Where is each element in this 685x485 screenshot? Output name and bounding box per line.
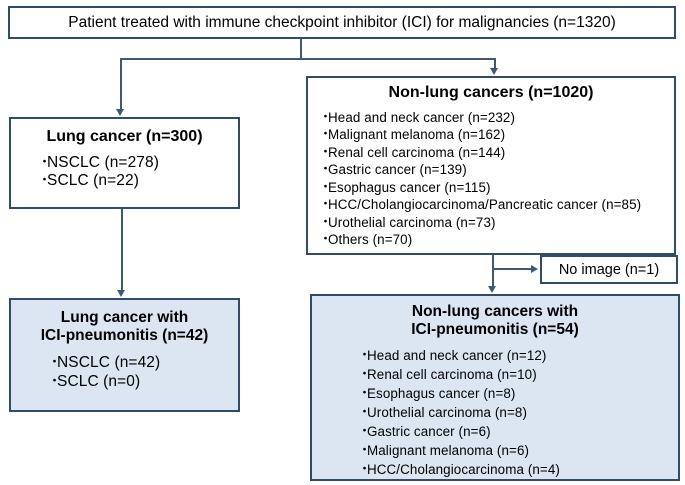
- bullet-dot-icon: ・: [38, 153, 52, 169]
- title-line-1: Lung cancer with: [60, 309, 189, 326]
- bullet-dot-icon: ・: [319, 196, 333, 212]
- list-item: ・Esophagus cancer (n=115): [319, 180, 674, 198]
- node-non-lung-cancers-pneumonitis-list: ・Head and neck cancer (n=12) ・Renal cell…: [312, 348, 678, 481]
- node-non-lung-cancers-pneumonitis: Non-lung cancers with ICI-pneumonitis (n…: [310, 294, 680, 481]
- list-item: ・Urothelial carcinoma (n=73): [319, 215, 674, 233]
- node-lung-cancer-list: ・NSCLC (n=278) ・SCLC (n=22): [11, 155, 238, 192]
- node-lung-cancer-pneumonitis-list: ・NSCLC (n=42) ・SCLC (n=0): [11, 353, 238, 394]
- list-item: ・Others (n=70): [319, 232, 674, 250]
- list-item-label: HCC/Cholangiocarcinoma/Pancreatic cancer…: [328, 197, 642, 213]
- bullet-dot-icon: ・: [358, 365, 372, 381]
- list-item-label: Esophagus cancer (n=115): [328, 179, 491, 195]
- list-item: ・Gastric cancer (n=139): [319, 162, 674, 180]
- bullet-dot-icon: ・: [319, 231, 333, 247]
- list-item-label: SCLC (n=22): [47, 172, 139, 190]
- list-item-label: HCC/Cholangiocarcinoma (n=4): [367, 461, 560, 477]
- arrowhead-nonlung-pneumonitis: [488, 286, 496, 293]
- title-line-2: ICI-pneumonitis (n=54): [411, 321, 579, 339]
- connector-lung-to-pneumonitis: [121, 209, 123, 291]
- list-item-label: Gastric cancer (n=139): [328, 162, 467, 178]
- list-item: ・Head and neck cancer (n=12): [358, 348, 678, 367]
- arrowhead-lung-pneumonitis: [117, 290, 125, 297]
- node-non-lung-cancers: Non-lung cancers (n=1020) ・Head and neck…: [306, 76, 676, 255]
- list-item-label: Malignant melanoma (n=162): [328, 127, 506, 143]
- list-item: ・Urothelial carcinoma (n=8): [358, 405, 678, 424]
- connector-nonlung-stem: [492, 255, 494, 287]
- connector-to-lung: [120, 58, 122, 110]
- bullet-dot-icon: ・: [319, 126, 333, 142]
- node-lung-cancer: Lung cancer (n=300) ・NSCLC (n=278) ・SCLC…: [9, 117, 240, 209]
- list-item-label: Urothelial carcinoma (n=73): [328, 214, 496, 230]
- bullet-dot-icon: ・: [319, 213, 333, 229]
- arrowhead-to-nonlung: [490, 68, 498, 75]
- node-root-label: Patient treated with immune checkpoint i…: [68, 14, 616, 31]
- connector-root-stem: [300, 39, 302, 60]
- bullet-dot-icon: ・: [48, 353, 62, 369]
- node-non-lung-cancers-title: Non-lung cancers (n=1020): [388, 84, 594, 101]
- bullet-dot-icon: ・: [319, 178, 333, 194]
- list-item-label: Head and neck cancer (n=12): [367, 347, 547, 363]
- list-item: ・Renal cell carcinoma (n=10): [358, 367, 678, 386]
- node-lung-cancer-title: Lung cancer (n=300): [46, 128, 203, 145]
- list-item: ・SCLC (n=0): [48, 374, 238, 394]
- list-item-label: Head and neck cancer (n=232): [328, 109, 516, 125]
- node-lung-cancer-pneumonitis: Lung cancer with ICI-pneumonitis (n=42) …: [9, 298, 240, 412]
- list-item: ・Gastric cancer (n=6): [358, 424, 678, 443]
- node-non-lung-cancers-list: ・Head and neck cancer (n=232) ・Malignant…: [308, 110, 674, 250]
- bullet-dot-icon: ・: [358, 403, 372, 419]
- list-item: ・NSCLC (n=278): [38, 155, 238, 174]
- connector-to-no-image: [492, 268, 532, 270]
- connector-to-nonlung: [494, 58, 496, 69]
- bullet-dot-icon: ・: [319, 143, 333, 159]
- list-item-label: Others (n=70): [328, 232, 413, 248]
- list-item-label: SCLC (n=0): [57, 373, 141, 391]
- list-item-label: Malignant melanoma (n=6): [367, 442, 530, 458]
- list-item: ・SCLC (n=22): [38, 173, 238, 192]
- list-item-label: Esophagus cancer (n=8): [367, 385, 516, 401]
- list-item: ・Renal cell carcinoma (n=144): [319, 145, 674, 163]
- node-lung-cancer-pneumonitis-title: Lung cancer with ICI-pneumonitis (n=42): [11, 300, 238, 346]
- list-item: ・Malignant melanoma (n=6): [358, 443, 678, 462]
- bullet-dot-icon: ・: [319, 108, 333, 124]
- list-item-label: Urothelial carcinoma (n=8): [367, 404, 528, 420]
- bullet-dot-icon: ・: [358, 384, 372, 400]
- bullet-dot-icon: ・: [48, 373, 62, 389]
- list-item-label: NSCLC (n=42): [57, 353, 161, 371]
- node-non-lung-cancers-pneumonitis-title: Non-lung cancers with ICI-pneumonitis (n…: [312, 296, 678, 340]
- arrowhead-to-no-image: [531, 264, 538, 273]
- bullet-dot-icon: ・: [38, 172, 52, 188]
- title-line-1: Non-lung cancers with: [411, 303, 579, 320]
- list-item: ・Malignant melanoma (n=162): [319, 127, 674, 145]
- title-line-2: ICI-pneumonitis (n=42): [40, 327, 209, 345]
- bullet-dot-icon: ・: [358, 460, 372, 476]
- list-item: ・HCC/Cholangiocarcinoma/Pancreatic cance…: [319, 197, 674, 215]
- list-item: ・NSCLC (n=42): [48, 353, 238, 375]
- arrowhead-to-lung: [116, 109, 124, 116]
- list-item: ・HCC/Cholangiocarcinoma (n=4): [358, 462, 678, 481]
- list-item: ・Head and neck cancer (n=232): [319, 110, 674, 128]
- bullet-dot-icon: ・: [319, 161, 333, 177]
- bullet-dot-icon: ・: [358, 422, 372, 438]
- list-item: ・Esophagus cancer (n=8): [358, 386, 678, 405]
- list-item-label: Gastric cancer (n=6): [367, 423, 491, 439]
- bullet-dot-icon: ・: [358, 346, 372, 362]
- node-root-cohort: Patient treated with immune checkpoint i…: [8, 6, 676, 39]
- bullet-dot-icon: ・: [358, 441, 372, 457]
- node-no-image: No image (n=1): [540, 255, 678, 284]
- list-item-label: Renal cell carcinoma (n=10): [367, 366, 537, 382]
- list-item-label: NSCLC (n=278): [47, 153, 160, 171]
- connector-split-bar: [120, 58, 496, 60]
- node-no-image-label: No image (n=1): [558, 262, 660, 278]
- list-item-label: Renal cell carcinoma (n=144): [328, 144, 506, 160]
